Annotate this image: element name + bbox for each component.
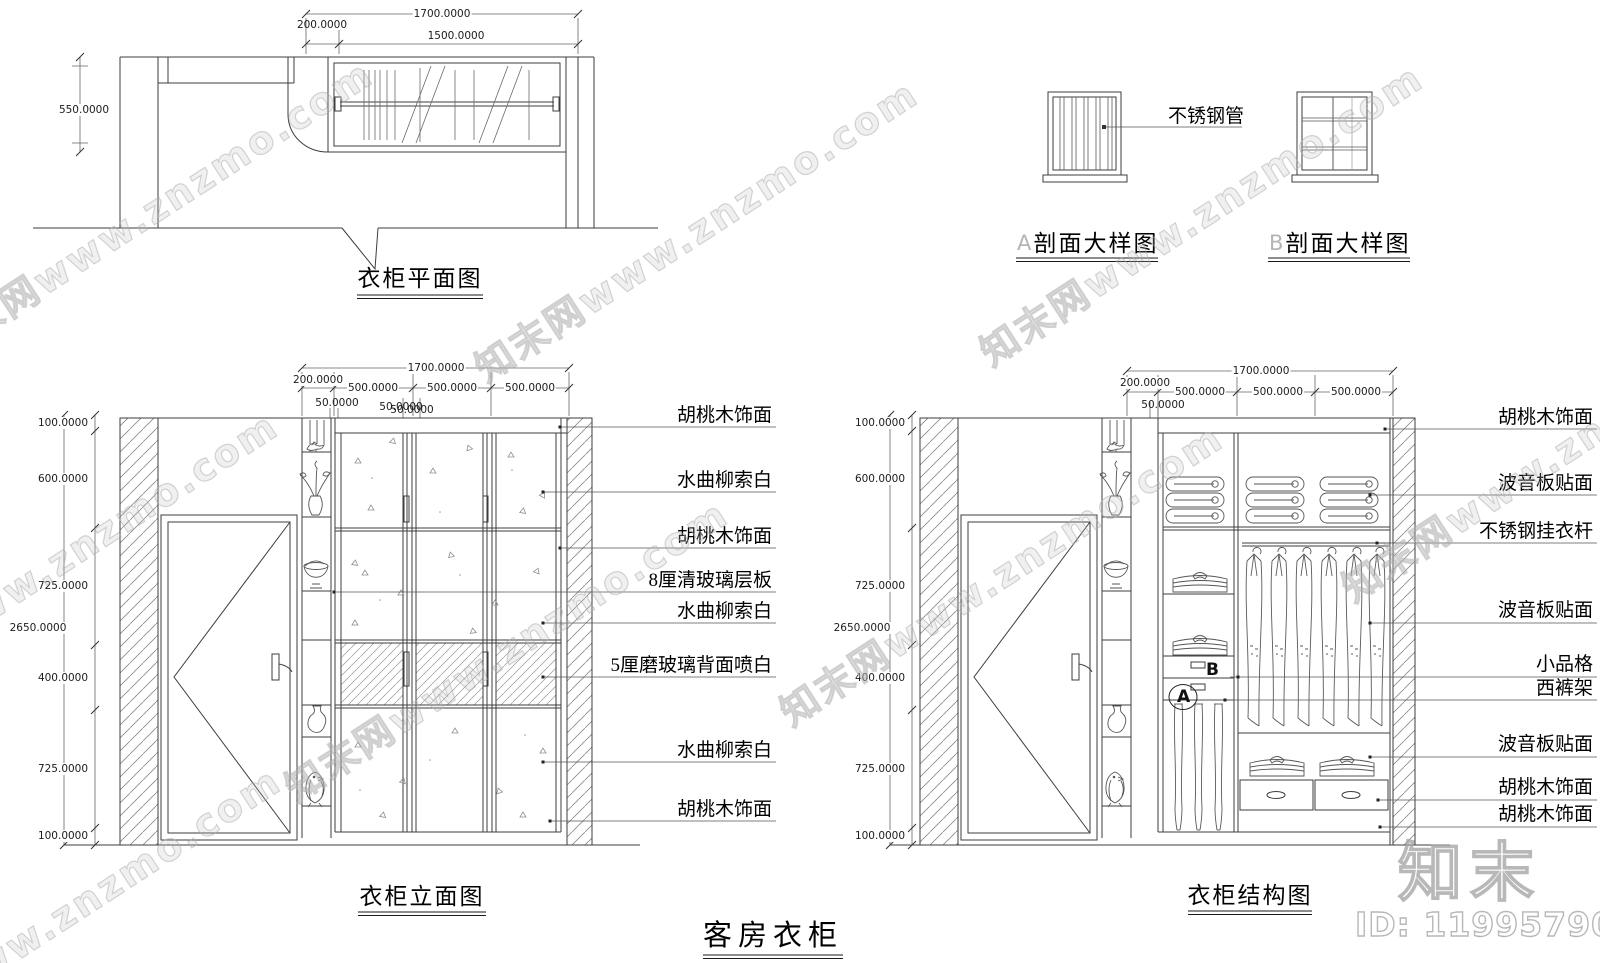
section-b-title: 剖面大样图 [1285, 231, 1411, 256]
struct-dim-500-1: 500.0000 [1173, 385, 1227, 399]
struct-dim-500-2: 500.0000 [1251, 385, 1305, 399]
struct-label-trouser-rack: 西裤架 [1535, 678, 1593, 699]
structure-dimension-lines [885, 366, 1398, 850]
structure-drawing [890, 417, 1450, 846]
elev-dim-50-1: 50.0000 [315, 396, 359, 409]
elev-label-ash-2: 水曲柳索白 [676, 601, 772, 622]
struct-label-walnut-3: 胡桃木饰面 [1497, 804, 1593, 825]
struct-dim-100-top: 100.0000 [853, 416, 907, 430]
elev-dim-200: 200.0000 [291, 373, 345, 387]
section-marker-b: B [1206, 660, 1219, 680]
elev-dim-100-bottom: 100.0000 [36, 829, 90, 843]
struct-label-boeing-1: 波音板贴面 [1497, 473, 1593, 494]
struct-dim-1700: 1700.0000 [1231, 364, 1291, 378]
struct-dim-100-bottom: 100.0000 [853, 829, 907, 843]
structure-title: 衣柜结构图 [1187, 883, 1313, 908]
struct-label-steel-rod: 不锈钢挂衣杆 [1478, 521, 1593, 542]
title-underlines [357, 294, 1312, 960]
section-a-drawing [1042, 91, 1242, 183]
struct-dim-725-2: 725.0000 [853, 762, 907, 776]
elev-dim-500-1: 500.0000 [346, 381, 400, 395]
struct-label-walnut-1: 胡桃木饰面 [1497, 407, 1593, 428]
section-a-letter: A [1017, 231, 1032, 255]
section-marker-a: A [1177, 687, 1191, 707]
elev-dim-725-2: 725.0000 [36, 762, 90, 776]
elevation-glass-sparkles [351, 436, 548, 818]
section-b-letter: B [1269, 231, 1284, 255]
sheet-title: 客房衣柜 [702, 920, 844, 952]
section-b-drawing [1291, 91, 1379, 183]
structure-leader-lines [1198, 427, 1597, 829]
plan-drawing [33, 56, 658, 271]
struct-label-walnut-2: 胡桃木饰面 [1497, 777, 1593, 798]
elev-label-ash-1: 水曲柳索白 [676, 470, 772, 491]
elevation-drawing [64, 417, 640, 846]
struct-label-boeing-2: 波音板贴面 [1497, 600, 1593, 621]
elev-dim-50-3: 50.0000 [390, 403, 434, 416]
elev-label-walnut-1: 胡桃木饰面 [676, 405, 772, 426]
elevation-title: 衣柜立面图 [359, 884, 485, 909]
struct-dim-400: 400.0000 [853, 671, 907, 685]
struct-dim-50: 50.0000 [1141, 398, 1185, 411]
section-a-title: 剖面大样图 [1033, 231, 1159, 256]
struct-dim-200: 200.0000 [1118, 376, 1172, 390]
elevation-leader-lines [332, 425, 776, 823]
struct-dim-725-1: 725.0000 [853, 579, 907, 593]
elev-label-walnut-3: 胡桃木饰面 [676, 799, 772, 820]
plan-dimension-lines [72, 9, 583, 157]
elev-label-frosted-glass: 5厘磨玻璃背面喷白 [610, 655, 772, 676]
elev-label-glass-shelf: 8厘清玻璃层板 [648, 570, 772, 591]
elev-dim-500-3: 500.0000 [503, 381, 557, 395]
title-underlines-sections [1016, 257, 1410, 263]
struct-label-small-grid: 小品格 [1535, 654, 1593, 675]
struct-dim-500-3: 500.0000 [1329, 385, 1383, 399]
pipe-label: 不锈钢管 [1168, 106, 1245, 127]
struct-dim-2650: 2650.0000 [832, 621, 892, 635]
elev-dim-600: 600.0000 [36, 472, 90, 486]
plan-dim-550: 550.0000 [57, 103, 111, 117]
elev-dim-100-top: 100.0000 [36, 416, 90, 430]
elev-dim-400: 400.0000 [36, 671, 90, 685]
plan-dim-200: 200.0000 [296, 18, 348, 31]
elev-label-ash-3: 水曲柳索白 [676, 740, 772, 761]
elev-dim-2650: 2650.0000 [8, 621, 68, 635]
plan-dim-1700: 1700.0000 [412, 7, 472, 21]
elev-dim-500-2: 500.0000 [425, 381, 479, 395]
plan-title: 衣柜平面图 [357, 266, 483, 291]
struct-dim-600: 600.0000 [853, 472, 907, 486]
elev-dim-1700: 1700.0000 [406, 361, 466, 375]
struct-label-boeing-3: 波音板贴面 [1497, 734, 1593, 755]
elev-dim-725-1: 725.0000 [36, 579, 90, 593]
elev-dim-50-2: 50.0000 [379, 400, 423, 413]
plan-dim-1500: 1500.0000 [426, 29, 486, 43]
elev-label-walnut-2: 胡桃木饰面 [676, 526, 772, 547]
